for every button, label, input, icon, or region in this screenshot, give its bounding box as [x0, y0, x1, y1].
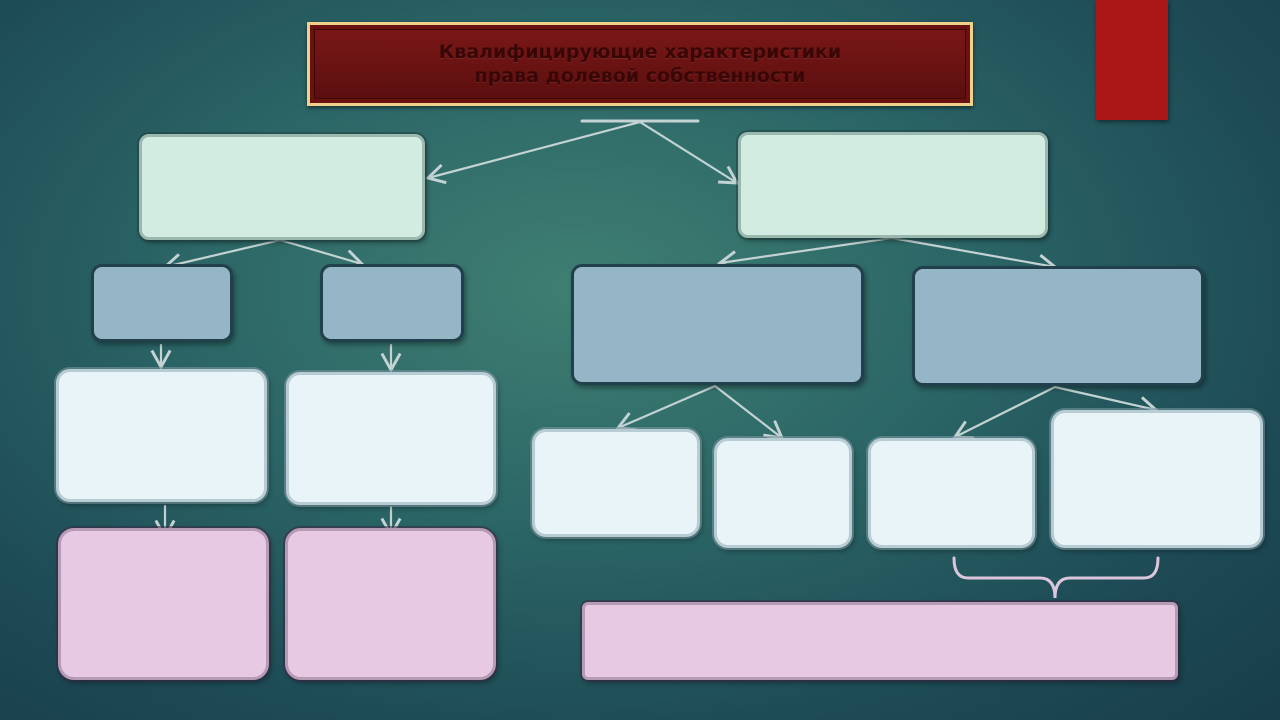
title-line-2: права долевой собственности: [474, 65, 806, 87]
node-level3-right-b1: [868, 438, 1035, 548]
title-line-1: Квалифицирующие характеристики: [438, 41, 842, 63]
node-level3-right-a2: [714, 438, 852, 548]
connector-l2rb-a: [952, 385, 1057, 440]
node-level4-left-b: [285, 528, 496, 680]
title-box: Квалифицирующие характеристики права дол…: [307, 22, 973, 106]
node-level2-left-b: [320, 264, 464, 342]
connector-l2rb-b: [1053, 385, 1159, 417]
connector-l2ra-b: [713, 384, 785, 440]
node-level1-left: [139, 134, 425, 240]
node-level4-left-a: [58, 528, 269, 680]
node-level4-right-shared: [582, 602, 1178, 680]
node-level3-right-a1: [532, 429, 700, 537]
connector-root-right: [638, 120, 740, 185]
node-level3-left-a: [56, 369, 267, 502]
connector-l1left-a: [162, 238, 282, 274]
connector-l1left-b: [278, 238, 365, 270]
node-level3-right-b2: [1051, 410, 1263, 548]
node-level2-left-a: [91, 264, 233, 342]
grouping-brace: [952, 556, 1160, 599]
title-inner: Квалифицирующие характеристики права дол…: [314, 29, 966, 99]
accent-tab: [1096, 0, 1168, 120]
connector-root-left: [425, 120, 642, 185]
connector-l1right-a: [717, 236, 894, 272]
node-level3-left-b: [286, 372, 496, 505]
connector-l2ra-a: [615, 384, 717, 432]
connector-l1right-b: [890, 236, 1058, 275]
node-level1-right: [738, 132, 1048, 238]
node-level2-right-b: [912, 266, 1204, 386]
node-level2-right-a: [571, 264, 864, 385]
diagram-title: Квалифицирующие характеристики права дол…: [439, 40, 841, 88]
